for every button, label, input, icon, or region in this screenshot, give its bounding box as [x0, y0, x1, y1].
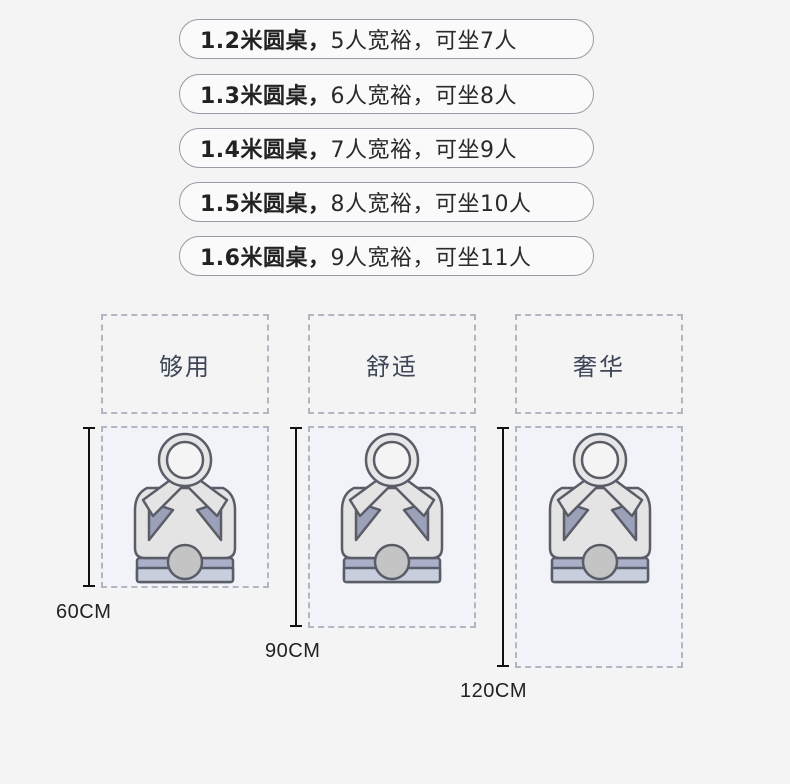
- table-size: 1.5米圆桌: [200, 192, 308, 217]
- seated-person-icon: [340, 432, 444, 584]
- dimension-line-60: [83, 427, 95, 587]
- table-capacity: 6人宽裕，可坐8人: [330, 84, 517, 109]
- table-capacity: 9人宽裕，可坐11人: [330, 246, 532, 271]
- table-option-1: 1.2米圆桌，5人宽裕，可坐7人: [179, 19, 594, 59]
- separator: ，: [307, 138, 331, 163]
- separator: ，: [307, 84, 331, 109]
- table-size: 1.2米圆桌: [200, 29, 308, 54]
- table-size: 1.3米圆桌: [200, 84, 308, 109]
- seated-person-icon: [548, 432, 652, 584]
- table-size: 1.4米圆桌: [200, 138, 308, 163]
- table-option-5: 1.6米圆桌，9人宽裕，可坐11人: [179, 236, 594, 276]
- table-capacity: 7人宽裕，可坐9人: [330, 138, 517, 163]
- width-label-60: 60CM: [56, 601, 112, 623]
- separator: ，: [307, 29, 331, 54]
- spacing-label-sufficient: 够用: [101, 314, 269, 414]
- spacing-label-comfortable: 舒适: [308, 314, 476, 414]
- table-option-2: 1.3米圆桌，6人宽裕，可坐8人: [179, 74, 594, 114]
- table-size: 1.6米圆桌: [200, 246, 308, 271]
- separator: ，: [307, 192, 331, 217]
- width-label-90: 90CM: [265, 640, 321, 662]
- table-option-4: 1.5米圆桌，8人宽裕，可坐10人: [179, 182, 594, 222]
- dimension-line-120: [497, 427, 509, 667]
- dimension-line-90: [290, 427, 302, 627]
- width-label-120: 120CM: [460, 680, 527, 702]
- spacing-label-luxury: 奢华: [515, 314, 683, 414]
- table-capacity: 5人宽裕，可坐7人: [330, 29, 517, 54]
- table-option-3: 1.4米圆桌，7人宽裕，可坐9人: [179, 128, 594, 168]
- separator: ，: [307, 246, 331, 271]
- seated-person-icon: [133, 432, 237, 584]
- table-capacity: 8人宽裕，可坐10人: [330, 192, 532, 217]
